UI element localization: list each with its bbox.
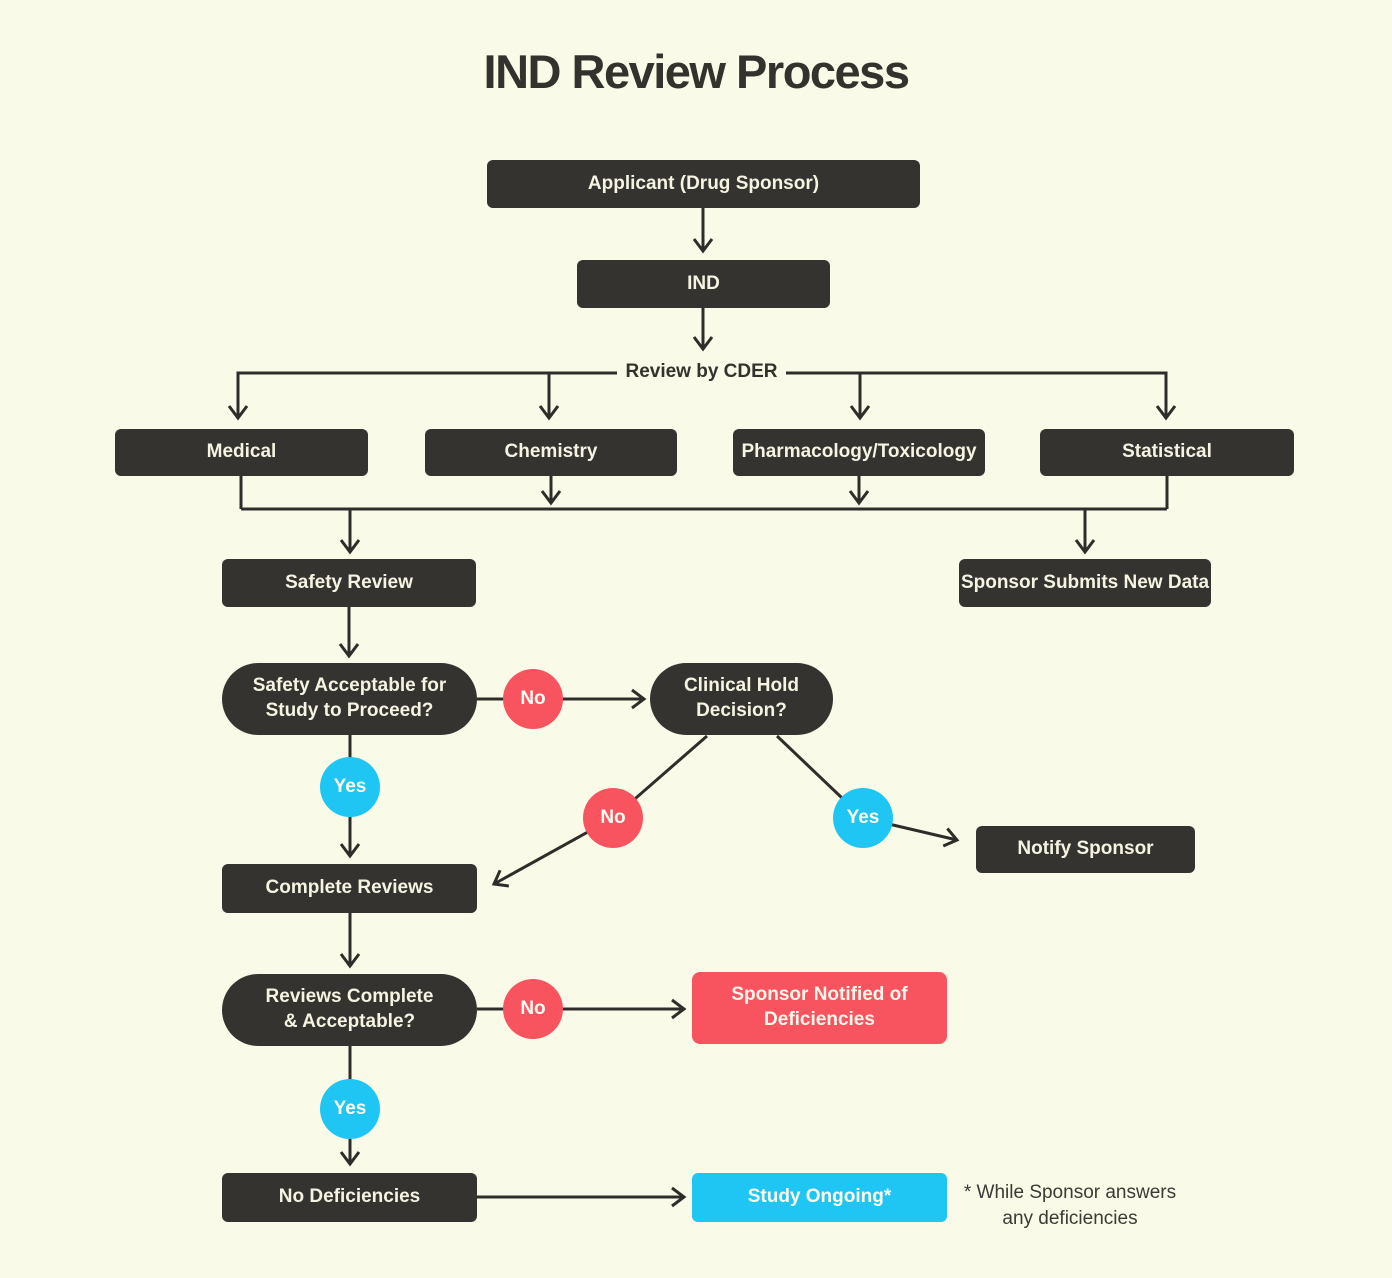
node-ind: IND xyxy=(577,260,830,308)
badge-hold-no: No xyxy=(583,788,643,848)
page-title: IND Review Process xyxy=(483,45,910,98)
node-applicant: Applicant (Drug Sponsor) xyxy=(487,160,920,208)
node-notify-sponsor: Notify Sponsor xyxy=(976,826,1195,873)
node-no-deficiencies: No Deficiencies xyxy=(222,1173,477,1222)
badge-safety-yes: Yes xyxy=(320,757,380,817)
node-reviews-complete-question: Reviews Complete & Acceptable? xyxy=(222,974,477,1046)
node-safety-acceptable-question: Safety Acceptable for Study to Proceed? xyxy=(222,663,477,735)
connector-cder-medical xyxy=(227,371,617,421)
node-pharmacology-toxicology: Pharmacology/Toxicology xyxy=(733,429,985,476)
badge-safety-no: No xyxy=(503,669,563,729)
footnote-deficiencies: * While Sponsor answers any deficiencies xyxy=(963,1182,1177,1229)
node-sponsor-submits-new-data: Sponsor Submits New Data xyxy=(959,559,1211,607)
node-safety-review: Safety Review xyxy=(222,559,476,607)
node-clinical-hold-decision: Clinical Hold Decision? xyxy=(650,663,833,735)
badge-reviews-no: No xyxy=(503,979,563,1039)
connector-cder-statistical xyxy=(786,371,1177,421)
node-complete-reviews: Complete Reviews xyxy=(222,864,477,913)
badge-hold-yes: Yes xyxy=(833,788,893,848)
node-medical: Medical xyxy=(115,429,368,476)
node-statistical: Statistical xyxy=(1040,429,1294,476)
node-chemistry: Chemistry xyxy=(425,429,677,476)
badge-reviews-yes: Yes xyxy=(320,1079,380,1139)
node-study-ongoing: Study Ongoing* xyxy=(692,1173,947,1222)
node-sponsor-notified-of-deficiencies: Sponsor Notified of Deficiencies xyxy=(692,972,947,1044)
label-review-by-cder: Review by CDER xyxy=(625,361,778,382)
